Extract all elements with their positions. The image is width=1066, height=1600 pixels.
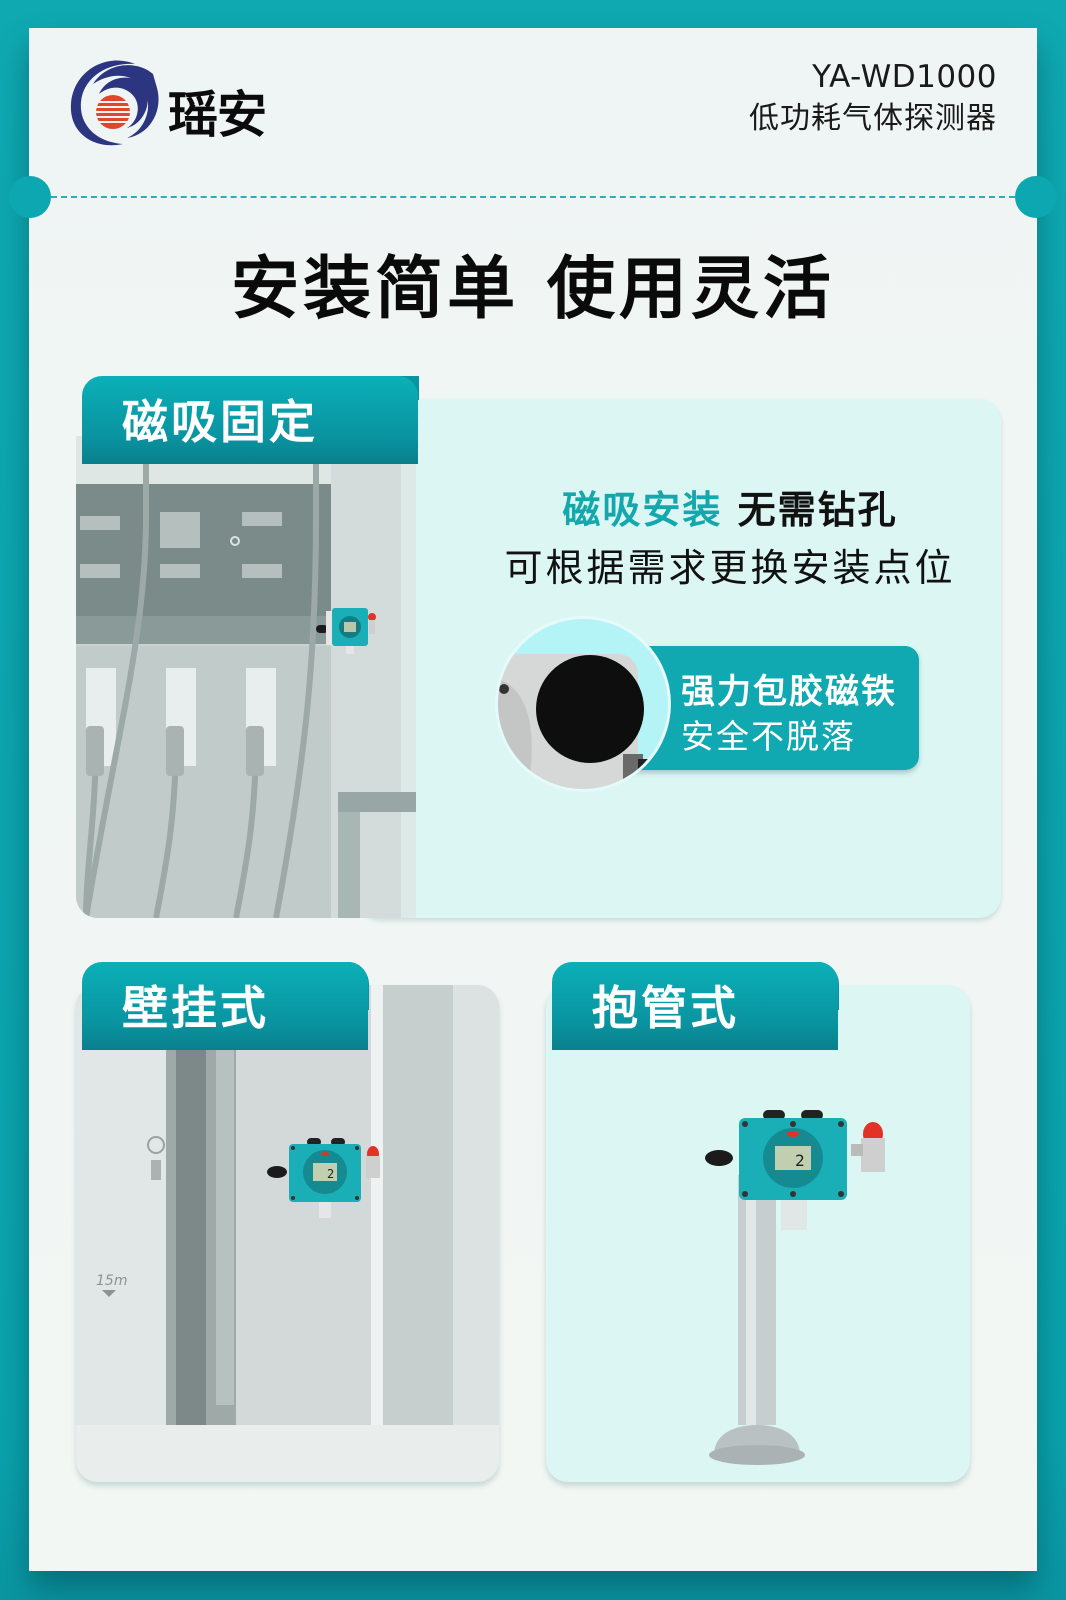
magnet-closeup-image: [498, 619, 668, 789]
tab-wall-mount: 壁挂式: [82, 962, 368, 1050]
feature-rest: 无需钻孔: [737, 488, 898, 532]
ticket-notch-left: [9, 176, 51, 218]
model-info: YA-WD1000 低功耗气体探测器: [749, 58, 997, 142]
tab-magnetic: 磁吸固定: [82, 376, 418, 464]
magnet-callout: 强力包胶磁铁 安全不脱落: [609, 646, 919, 770]
wall-marking: 15m: [96, 1273, 127, 1289]
feature-subtitle: 可根据需求更换安装点位: [504, 546, 956, 590]
brand-name: 瑶安: [168, 86, 267, 144]
magnet-icon: [498, 654, 668, 789]
page-sheet: 瑶安 YA-WD1000 低功耗气体探测器 安装简单 使用灵活 磁吸固定 磁吸安…: [9, 28, 1057, 1571]
magnetic-info-panel: 磁吸安装 无需钻孔 可根据需求更换安装点位 强力包胶磁铁 安全不脱落: [359, 399, 1001, 918]
wall-mount-photo: 15m: [76, 985, 499, 1482]
pipe-mount-panel: [546, 985, 970, 1482]
gas-detector-device-pipe: 2: [705, 1110, 885, 1230]
device-display: 2: [327, 1167, 334, 1181]
model-code: YA-WD1000: [812, 59, 997, 95]
callout-subtitle: 安全不脱落: [681, 717, 856, 756]
brand-logo-icon: [70, 60, 159, 146]
wall-mount-illustration: 15m: [76, 985, 499, 1482]
gas-station-photo: [76, 436, 416, 918]
feature-headline: 磁吸安装 无需钻孔: [459, 479, 1001, 534]
ticket-notch-right: [1015, 176, 1057, 218]
device-display: 2: [795, 1151, 805, 1170]
gas-detector-device-small: [316, 608, 376, 654]
product-name: 低功耗气体探测器: [749, 101, 997, 136]
dashed-divider: [51, 196, 1015, 198]
pipe-mount-illustration: [709, 1175, 805, 1465]
gas-station-illustration: [76, 436, 416, 918]
callout-title: 强力包胶磁铁: [681, 672, 897, 712]
feature-highlight: 磁吸安装: [562, 488, 723, 532]
gas-detector-device-wall: 2: [267, 1138, 380, 1218]
tab-pipe-mount: 抱管式: [552, 962, 838, 1050]
page-headline: 安装简单 使用灵活: [231, 250, 835, 329]
brand-logo: 瑶安: [65, 52, 305, 152]
